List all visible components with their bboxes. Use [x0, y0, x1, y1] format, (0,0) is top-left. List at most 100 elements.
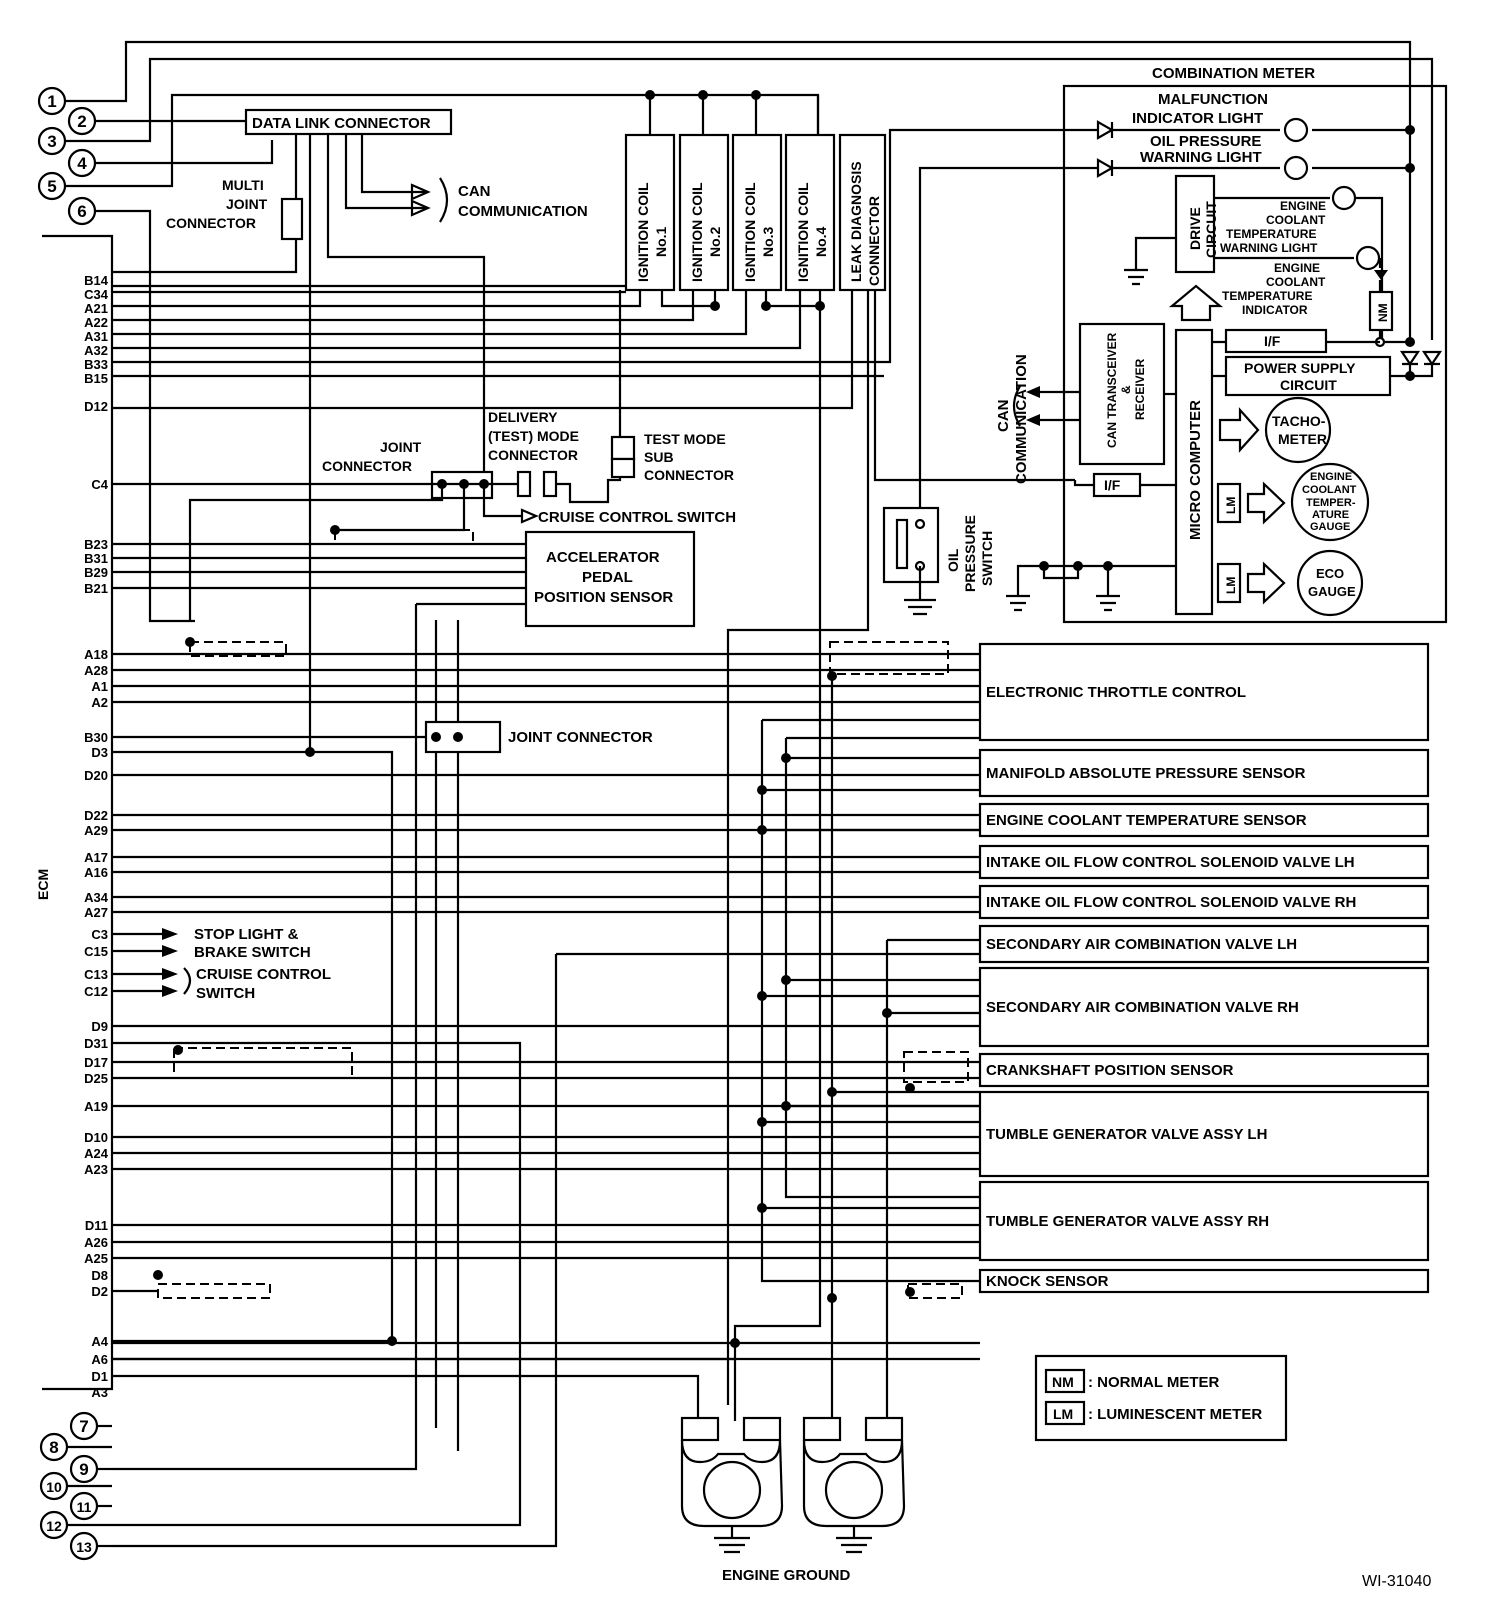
svg-text:9: 9	[79, 1460, 88, 1479]
ecm-pin-label: C3	[91, 927, 108, 942]
ecm-pin-label: D31	[84, 1036, 108, 1051]
ecm-pin-label: A22	[84, 315, 108, 330]
ecm-pin-label: D20	[84, 768, 108, 783]
ecm-pin-label: B14	[84, 273, 109, 288]
svg-text:7: 7	[79, 1417, 88, 1436]
legend: NM : NORMAL METER LM : LUMINESCENT METER	[1034, 1354, 1288, 1442]
ecm-label: ECM	[35, 869, 51, 900]
svg-text:CRUISE CONTROL: CRUISE CONTROL	[196, 966, 331, 983]
svg-text:11: 11	[77, 1499, 92, 1515]
ecm-pin-label: D9	[91, 1019, 108, 1034]
data-link-connector: DATA LINK CONNECTOR CAN COMMUNICATION	[112, 108, 588, 748]
svg-text:MULTI: MULTI	[222, 177, 264, 193]
svg-text:1: 1	[47, 92, 56, 111]
svg-text:8: 8	[49, 1438, 58, 1457]
svg-text:LM: LM	[1224, 497, 1238, 514]
connector-number: 7	[69, 1411, 99, 1441]
svg-text:4: 4	[77, 154, 87, 173]
component-box: ENGINE COOLANT TEMPERATURE SENSOR	[978, 802, 1430, 838]
svg-text:10: 10	[46, 1479, 62, 1495]
svg-text:LM: LM	[1053, 1406, 1073, 1422]
svg-text:(TEST) MODE: (TEST) MODE	[488, 428, 579, 444]
connector-number: 9	[69, 1454, 99, 1484]
ecm-pin-label: A28	[84, 663, 108, 678]
ecm-pin-label: D12	[84, 399, 108, 414]
svg-text:OILPRESSURESWITCH: OILPRESSURESWITCH	[945, 515, 995, 592]
ecm-pin-label: B21	[84, 581, 108, 596]
ecm-pin-label: A23	[84, 1162, 108, 1177]
connector-number: 11	[69, 1491, 99, 1521]
svg-text:SECONDARY AIR COMBINATION VALV: SECONDARY AIR COMBINATION VALVE LH	[986, 936, 1297, 953]
ecm-top-wires	[112, 128, 1098, 378]
connector-number: 5	[37, 171, 67, 201]
svg-text:: LUMINESCENT METER: : LUMINESCENT METER	[1088, 1406, 1262, 1423]
connector-number: 2	[67, 106, 97, 136]
svg-text:SUB: SUB	[644, 449, 674, 465]
ecm-pin-label: A32	[84, 343, 108, 358]
ecm-pin-label: D25	[84, 1071, 108, 1086]
diagram-id: WI-31040	[1362, 1573, 1431, 1590]
ecm-pin-label: A29	[84, 823, 108, 838]
ecm-pin-label: A25	[84, 1251, 108, 1266]
svg-text:CONNECTOR: CONNECTOR	[644, 467, 734, 483]
component-box: CRANKSHAFT POSITION SENSOR	[978, 1052, 1430, 1088]
joint-connector-b: JOINT CONNECTOR	[112, 720, 653, 754]
svg-text:: NORMAL METER: : NORMAL METER	[1088, 1374, 1220, 1391]
connector-number: 13	[69, 1531, 99, 1561]
ecm-pin-label: B23	[84, 537, 108, 552]
ecm-pin-label: D17	[84, 1055, 108, 1070]
svg-text:POSITION SENSOR: POSITION SENSOR	[534, 589, 673, 606]
svg-text:JOINT: JOINT	[380, 439, 422, 455]
connector-number: 3	[37, 126, 67, 156]
combination-meter: COMBINATION METER MALFUNCTION INDICATOR …	[995, 65, 1448, 624]
component-box: INTAKE OIL FLOW CONTROL SOLENOID VALVE R…	[978, 884, 1430, 920]
ecm-pin-label: D11	[85, 1218, 108, 1233]
ecm-pin-label: A6	[91, 1352, 108, 1367]
ecm-block: ECM B14C34A21A22A31A32B33B15D12C4B23B31B…	[35, 234, 114, 1400]
svg-text:DELIVERY: DELIVERY	[488, 409, 558, 425]
svg-text:6: 6	[77, 202, 86, 221]
stop-light-cruise: STOP LIGHT & BRAKE SWITCH CRUISE CONTROL…	[112, 926, 331, 1002]
ecm-pin-list: B14C34A21A22A31A32B33B15D12C4B23B31B29B2…	[84, 273, 109, 1400]
svg-text:TUMBLE GENERATOR VALVE ASSY RH: TUMBLE GENERATOR VALVE ASSY RH	[986, 1213, 1269, 1230]
ecm-pin-label: C13	[84, 967, 108, 982]
ecm-pin-label: A17	[84, 850, 108, 865]
ecm-pin-label: C15	[84, 944, 108, 959]
svg-text:COMBINATION METER: COMBINATION METER	[1152, 65, 1315, 82]
ecm-pin-label: B30	[84, 730, 108, 745]
ecm-pin-label: A21	[84, 301, 108, 316]
accelerator-pedal-position-sensor: ACCELERATOR PEDAL POSITION SENSOR	[112, 530, 696, 1471]
ecm-pin-label: B15	[84, 371, 108, 386]
svg-text:INTAKE OIL FLOW CONTROL SOLENO: INTAKE OIL FLOW CONTROL SOLENOID VALVE L…	[986, 854, 1355, 871]
ecm-pin-label: A1	[91, 679, 108, 694]
svg-text:CONNECTOR: CONNECTOR	[488, 447, 578, 463]
component-box: SECONDARY AIR COMBINATION VALVE LH	[978, 924, 1430, 964]
ecm-pin-label: B33	[84, 357, 108, 372]
ecm-pin-label: A31	[84, 329, 108, 344]
svg-text:DATA LINK CONNECTOR: DATA LINK CONNECTOR	[252, 115, 431, 132]
ecm-pin-label: A34	[84, 890, 109, 905]
ecm-pin-label: D2	[91, 1284, 108, 1299]
ecm-pin-label: A19	[84, 1099, 108, 1114]
svg-text:5: 5	[47, 177, 56, 196]
ecm-pin-label: A18	[84, 647, 108, 662]
ecm-pin-label: D8	[91, 1268, 108, 1283]
svg-text:ELECTRONIC THROTTLE CONTROL: ELECTRONIC THROTTLE CONTROL	[986, 684, 1246, 701]
ecm-pin-label: C12	[84, 984, 108, 999]
connector-number: 8	[39, 1432, 69, 1462]
ecm-pin-label: A2	[91, 695, 108, 710]
ecm-pin-label: D3	[91, 745, 108, 760]
ecm-pin-label: A4	[91, 1334, 108, 1349]
ecm-pin-label: B29	[84, 565, 108, 580]
svg-text:I/F: I/F	[1104, 477, 1121, 493]
ecm-pin-label: D22	[84, 808, 108, 823]
svg-text:INTAKE OIL FLOW CONTROL SOLENO: INTAKE OIL FLOW CONTROL SOLENOID VALVE R…	[986, 894, 1356, 911]
svg-text:COMMUNICATION: COMMUNICATION	[458, 203, 588, 220]
